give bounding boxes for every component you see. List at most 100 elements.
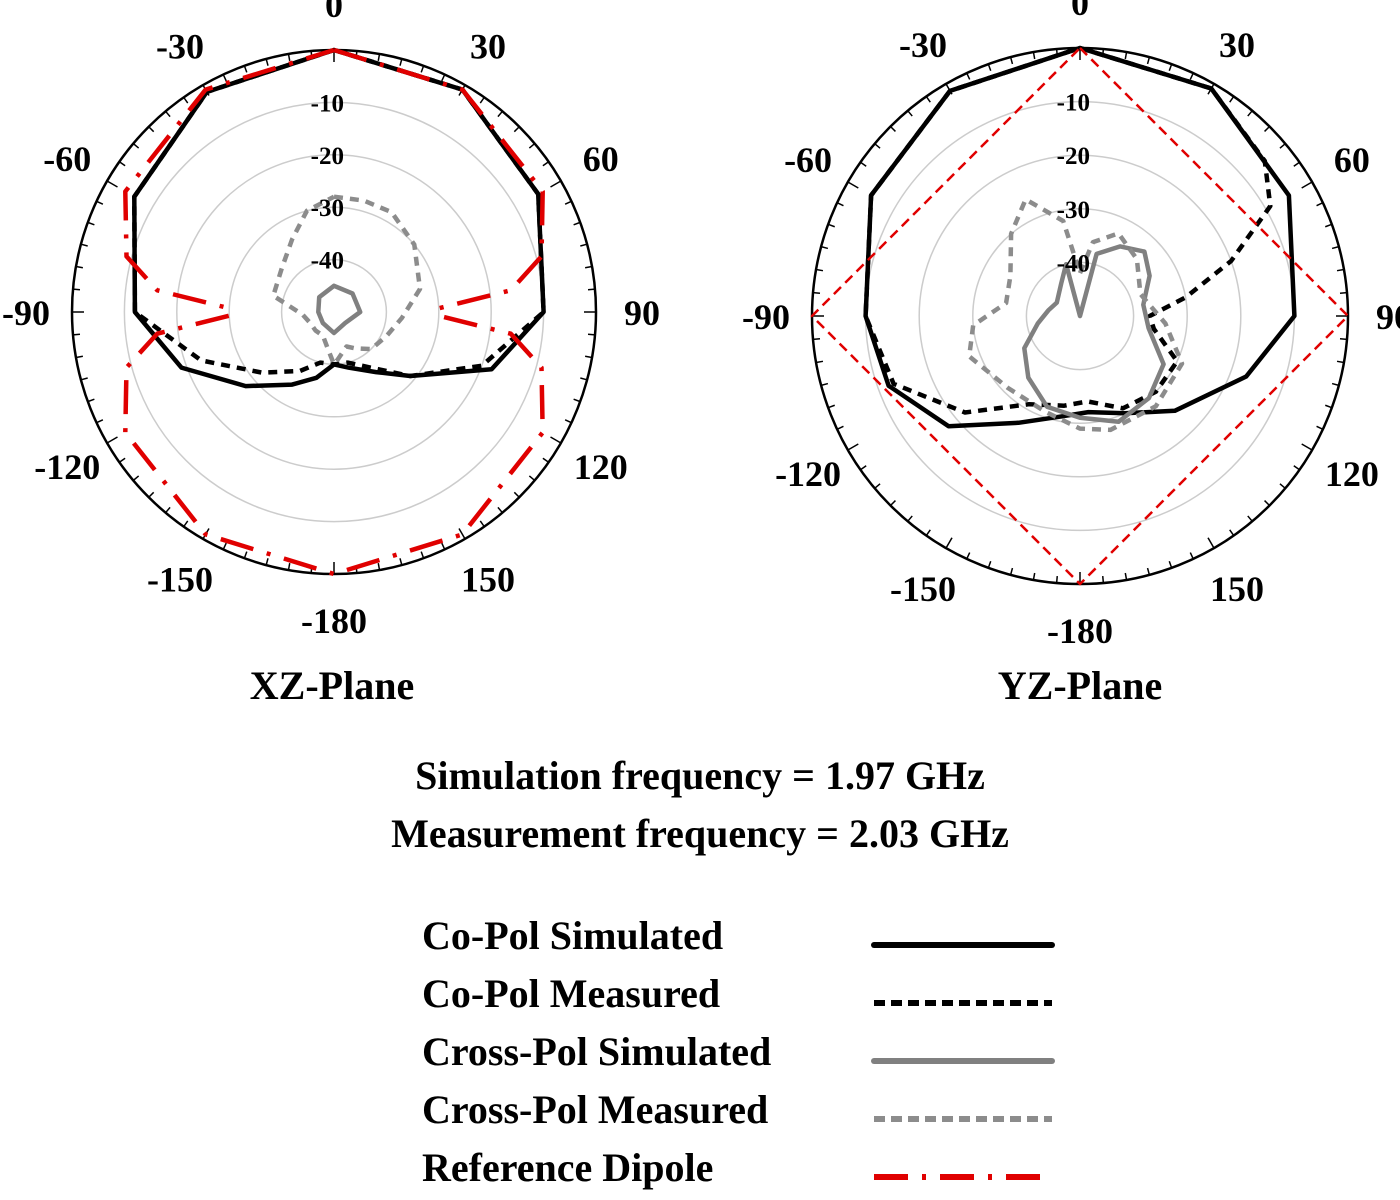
angle-tick-mark (458, 528, 466, 540)
angle-tick-mark (945, 537, 953, 549)
angle-tick-label: 90 (1376, 297, 1400, 337)
angle-tick-mark (889, 500, 896, 507)
angle-tick-mark (497, 506, 503, 514)
angle-tick-mark (132, 143, 140, 149)
angle-tick-label: 30 (470, 26, 506, 66)
legend-label-reference-dipole: Reference Dipole (422, 1145, 714, 1190)
legend-label-cross-pol-simulated: Cross-Pol Simulated (422, 1029, 772, 1074)
angle-tick-mark (106, 180, 118, 188)
angle-tick-mark (564, 200, 572, 205)
angle-tick-label: 30 (1219, 25, 1255, 65)
angle-tick-mark (542, 161, 550, 167)
angle-tick-mark (96, 419, 104, 424)
simulation-frequency-label: Simulation frequency = 1.97 GHz (415, 753, 985, 798)
series-reference-dipole (810, 47, 1350, 586)
radial-tick-label: -20 (1057, 143, 1090, 170)
angle-tick-mark (528, 143, 536, 149)
angle-tick-mark (1009, 56, 1014, 65)
angle-tick-mark (1189, 552, 1194, 560)
angle-tick-mark (1336, 268, 1345, 272)
angle-tick-label: 0 (1071, 0, 1089, 23)
angle-tick-mark (1124, 51, 1128, 60)
angle-tick-mark (542, 457, 550, 463)
angle-tick-mark (1207, 537, 1215, 549)
angle-tick-mark (80, 377, 88, 381)
angle-tick-mark (497, 110, 503, 118)
angle-tick-mark (528, 475, 536, 481)
angle-tick-label: 60 (1334, 140, 1370, 180)
angle-tick-label: 120 (574, 447, 628, 487)
angle-tick-mark (287, 53, 291, 62)
angle-tick-mark (513, 491, 520, 498)
angle-tick-mark (564, 419, 572, 424)
angle-tick-mark (96, 200, 104, 205)
angle-tick-label: 60 (583, 139, 619, 179)
angle-tick-label: -180 (1047, 611, 1113, 651)
angle-tick-mark (820, 382, 829, 387)
angle-tick-mark (1301, 443, 1313, 451)
angle-tick-mark (925, 96, 931, 103)
angle-tick-mark (222, 542, 227, 550)
angle-tick-mark (815, 268, 824, 272)
angle-tick-mark (1316, 202, 1324, 207)
angle-tick-mark (874, 143, 881, 149)
series-cross-pol-measured (271, 194, 423, 367)
angle-tick-mark (812, 338, 821, 341)
angle-tick-mark (820, 245, 829, 250)
angle-tick-mark (1168, 561, 1173, 569)
angle-tick-mark (513, 126, 520, 133)
angle-tick-mark (87, 398, 95, 403)
angle-tick-label: -150 (147, 560, 213, 600)
angle-tick-mark (148, 126, 155, 133)
angle-tick-mark (580, 377, 588, 381)
angle-tick-label: 120 (1325, 454, 1379, 494)
angle-tick-mark (1293, 161, 1300, 167)
angle-tick-mark (550, 436, 562, 444)
angle-tick-mark (827, 404, 835, 409)
angle-tick-mark (889, 125, 896, 132)
series-co-pol-measured (132, 47, 546, 379)
angle-tick-mark (265, 58, 269, 66)
radial-tick-label: -30 (1057, 197, 1090, 224)
angle-tick-mark (1229, 529, 1235, 536)
angle-tick-mark (584, 355, 593, 359)
grid-ring-40 (1025, 261, 1135, 371)
angle-tick-mark (243, 551, 248, 559)
angle-tick-label: -180 (301, 601, 367, 641)
angle-tick-mark (987, 63, 992, 71)
angle-tick-mark (827, 223, 835, 228)
radial-tick-label: -40 (311, 248, 344, 275)
angle-tick-mark (925, 529, 931, 536)
grid-ring-40 (280, 258, 388, 366)
angle-tick-mark (1247, 515, 1253, 522)
angle-tick-label: 150 (461, 560, 515, 600)
angle-tick-mark (118, 457, 126, 463)
legend-line-samples (871, 942, 1055, 1180)
angle-tick-mark (1336, 360, 1345, 364)
angle-tick-mark (836, 425, 844, 430)
angle-tick-mark (1189, 72, 1194, 80)
angle-tick-label: -150 (890, 569, 956, 609)
angle-tick-mark (815, 360, 824, 364)
angle-tick-mark (1339, 291, 1348, 294)
angle-tick-mark (1102, 575, 1105, 584)
angle-tick-label: -60 (784, 140, 832, 180)
series-cross-pol-simulated (316, 283, 363, 336)
angle-tick-mark (836, 202, 844, 207)
angle-tick-mark (1229, 96, 1235, 103)
angle-tick-mark (966, 72, 971, 80)
angle-tick-mark (479, 520, 485, 528)
angle-tick-mark (587, 333, 596, 336)
angle-tick-mark (420, 551, 425, 559)
angle-tick-mark (118, 161, 126, 167)
angle-tick-mark (1325, 404, 1333, 409)
angle-tick-mark (75, 355, 84, 359)
angle-tick-mark (584, 265, 593, 269)
angle-tick-mark (287, 562, 291, 571)
angle-tick-mark (1146, 567, 1151, 576)
angle-tick-label: 0 (325, 0, 343, 25)
angle-tick-mark (573, 398, 581, 403)
angle-tick-mark (907, 110, 913, 117)
yz-plane-polar-plot: -10-20-30-400306090120150-180-150-120-90… (742, 0, 1400, 651)
